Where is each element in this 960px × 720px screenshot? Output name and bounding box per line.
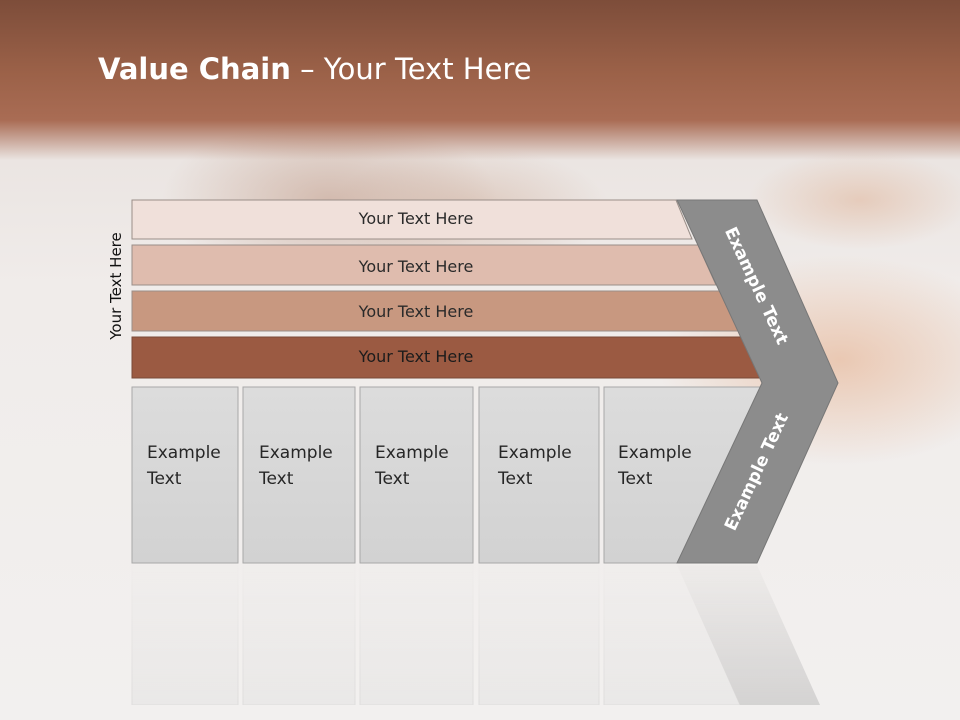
column-5-line2: Text [618, 469, 653, 489]
title-rest: – Your Text Here [290, 52, 532, 86]
title-band [0, 0, 960, 160]
column-4-line2: Text [498, 469, 533, 489]
column-2[interactable] [242, 386, 356, 564]
column-3[interactable] [359, 386, 474, 564]
reflection-shapes [131, 565, 820, 705]
column-3-text: Example Text [375, 440, 449, 492]
column-1-text: Example Text [147, 440, 221, 492]
margin-chevron[interactable] [676, 199, 839, 564]
bar-1-label: Your Text Here [358, 209, 474, 228]
column-2-line2: Text [259, 469, 294, 489]
column-1-line2: Text [147, 469, 182, 489]
column-1-line1: Example [147, 443, 221, 463]
bar-1[interactable] [131, 199, 693, 240]
column-5-line1: Example [618, 443, 692, 463]
column-4-line1: Example [498, 443, 572, 463]
reflection [0, 565, 960, 705]
column-2-line1: Example [259, 443, 333, 463]
column-1[interactable] [131, 386, 239, 564]
reflection-chevron [677, 565, 820, 705]
column-5-text: Example Text [618, 440, 692, 492]
reflection-column-2 [242, 565, 356, 705]
column-4-text: Example Text [498, 440, 572, 492]
column-4[interactable] [478, 386, 600, 564]
reflection-column-4 [478, 565, 600, 705]
reflection-column-5 [603, 565, 741, 705]
reflection-column-3 [359, 565, 474, 705]
column-3-line2: Text [375, 469, 410, 489]
column-3-line1: Example [375, 443, 449, 463]
page-title: Value Chain – Your Text Here [98, 52, 532, 86]
bar-4-label: Your Text Here [358, 347, 474, 366]
bar-2-label: Your Text Here [358, 257, 474, 276]
reflection-column-1 [131, 565, 239, 705]
bar-3-label: Your Text Here [358, 302, 474, 321]
column-2-text: Example Text [259, 440, 333, 492]
title-bold: Value Chain [98, 52, 291, 86]
